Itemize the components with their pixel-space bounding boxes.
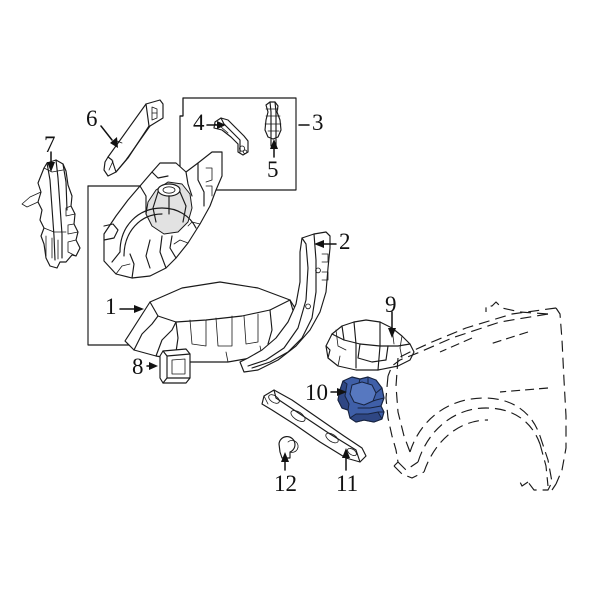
callout-label-5: 5 [267,157,279,182]
part-11-diagonal-brace-strut [261,389,367,463]
part-fender-phantom-outline [385,301,567,491]
callout-label-11: 11 [336,471,359,496]
callout-label-12: 12 [274,471,297,496]
part-2-apron-pillar-reinforcement [239,231,331,373]
callout-label-1: 1 [105,294,117,319]
callout-label-10: 10 [305,380,328,405]
part-10-engine-mount-bracket-highlighted [337,376,385,423]
part-wheelhouse-shock-tower [103,151,223,279]
callout-label-7: 7 [44,132,56,157]
part-7-cowl-side-panel [21,159,81,269]
leader-12 [281,452,289,471]
callout-label-9: 9 [385,292,397,317]
callout-label-8: 8 [132,354,144,379]
part-9-battery-tray-support [325,319,415,371]
leader-10 [330,388,347,396]
leader-2 [314,240,337,248]
leader-9 [388,311,396,338]
leader-1 [119,305,144,313]
part-6-upper-rail-extension [103,99,164,177]
leader-5 [270,139,278,158]
part-3-5-stud-bolt [264,101,282,147]
leader-4 [206,121,226,129]
callout-label-4: 4 [193,110,205,135]
part-8-square-body-plug [159,348,191,384]
leader-6 [100,125,118,148]
callout-label-3: 3 [312,110,324,135]
leader-8 [146,362,158,370]
part-4-hood-hinge-bracket [213,117,249,156]
leader-7 [47,151,55,172]
callout-label-2: 2 [339,229,351,254]
callout-label-6: 6 [86,106,98,131]
part-12-round-grommet-clip [278,436,299,459]
leader-11 [342,448,350,471]
